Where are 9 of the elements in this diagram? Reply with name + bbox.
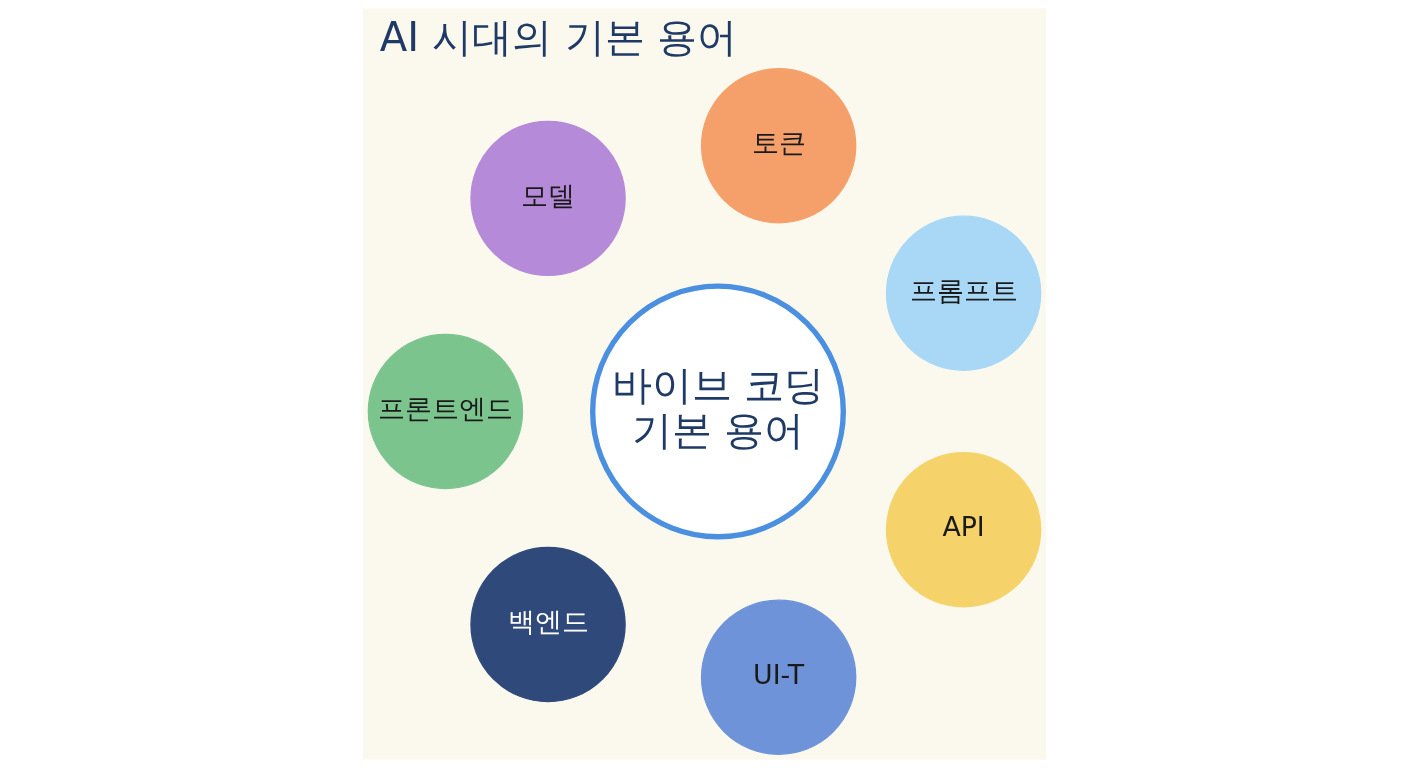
diagram-title: AI 시대의 기본 용어: [379, 14, 737, 61]
node-circle: 토큰: [700, 68, 856, 224]
node-circle: 프롬프트: [885, 215, 1041, 371]
node-circle: 백엔드: [469, 546, 626, 703]
node-circle: API: [885, 452, 1041, 608]
node-circle: 바이브 코딩 기본 용어: [589, 283, 846, 540]
node-circle: 프론트엔드: [367, 333, 523, 490]
node-circle: UI-T: [700, 599, 856, 755]
node-circle: 모델: [469, 120, 626, 277]
